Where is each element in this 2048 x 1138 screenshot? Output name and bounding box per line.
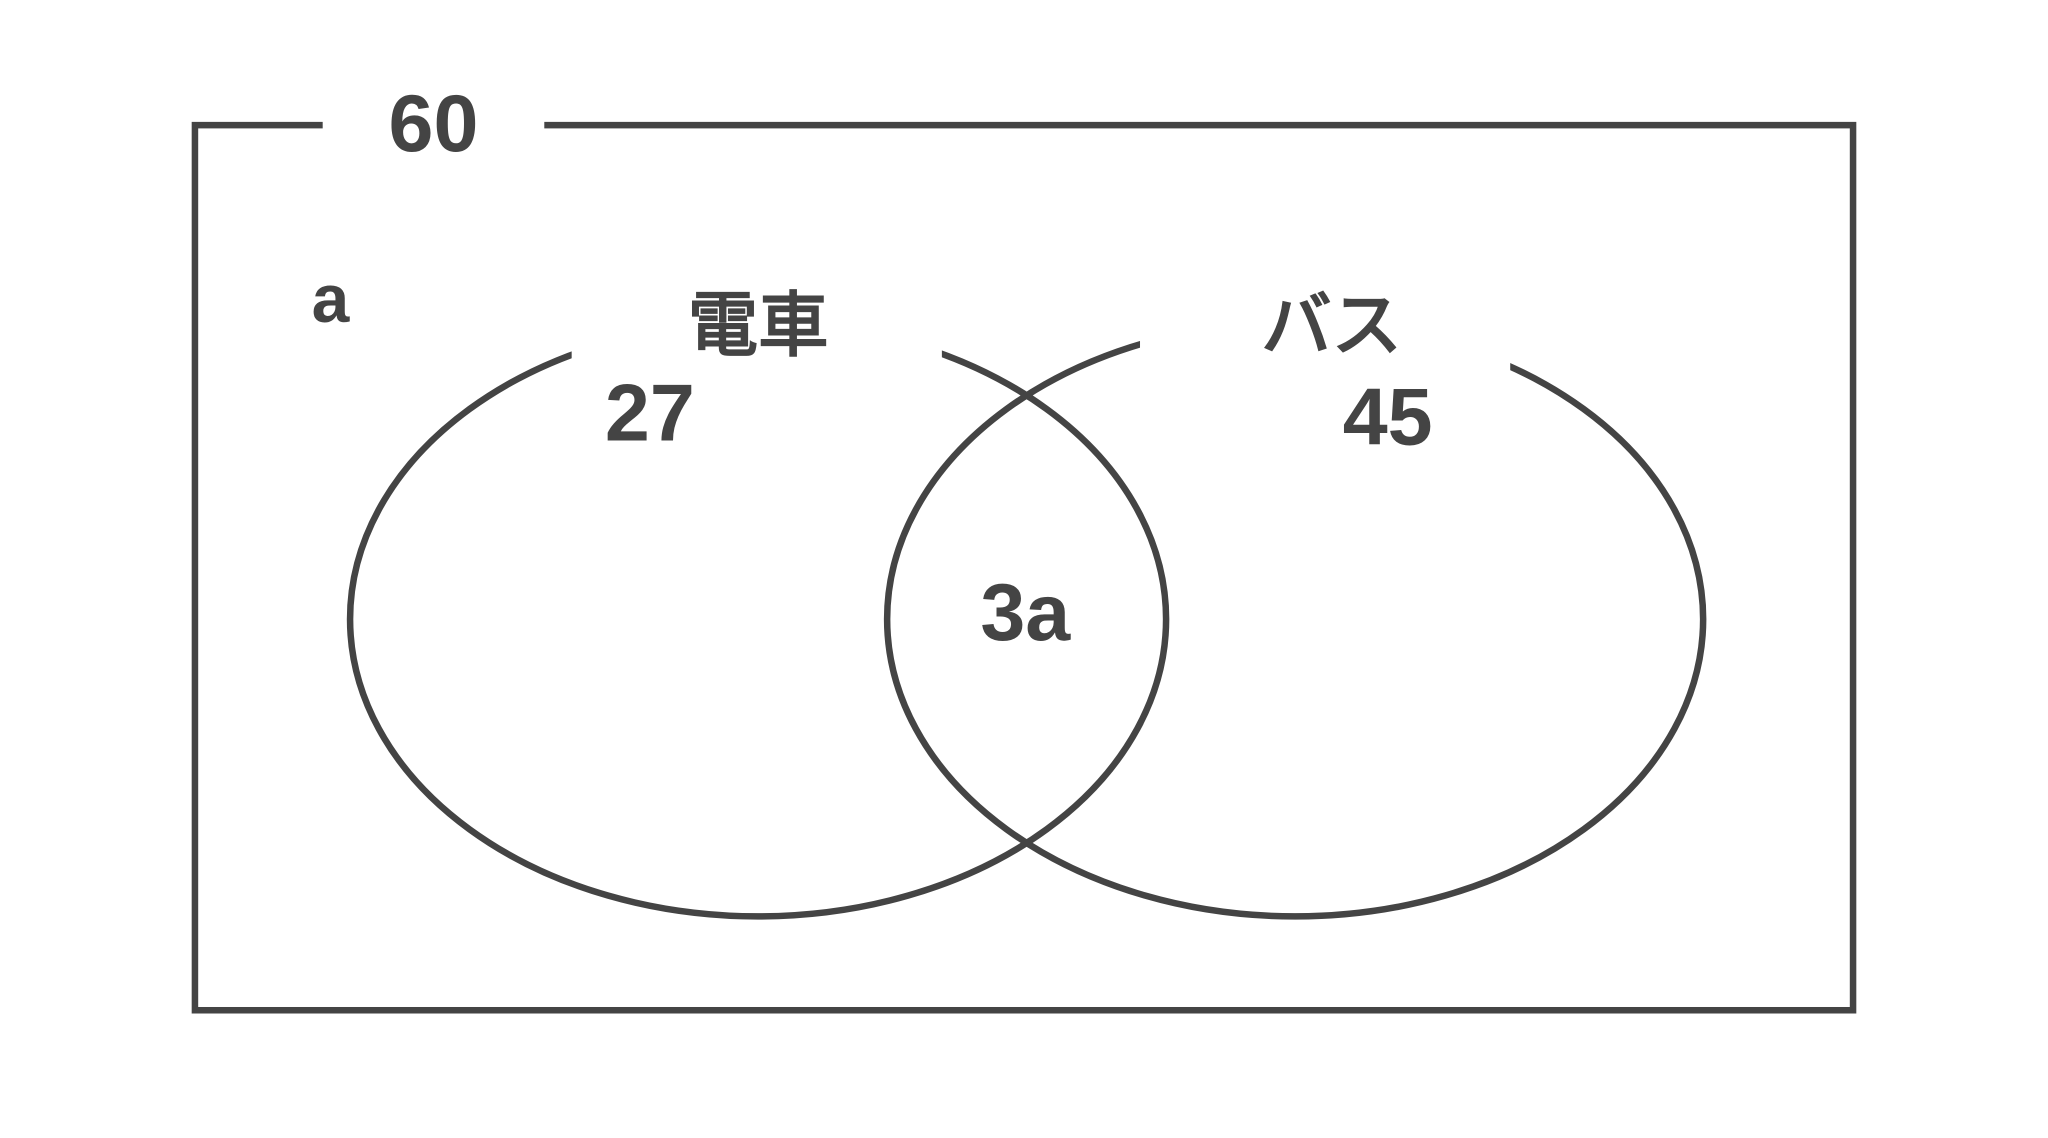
outside-label: a xyxy=(312,262,351,337)
set-left-name: 電車 xyxy=(688,285,829,364)
intersection-count: 3a xyxy=(980,568,1071,658)
set-left-only-count: 27 xyxy=(605,369,695,459)
set-right-name: バス xyxy=(1261,285,1402,364)
set-right-only-count: 45 xyxy=(1343,373,1433,463)
universe-box-gap xyxy=(322,114,545,136)
universe-total: 60 xyxy=(389,79,479,169)
universe-box xyxy=(191,121,1857,1014)
set-left-gap xyxy=(571,310,942,360)
set-right-gap xyxy=(1140,310,1511,376)
